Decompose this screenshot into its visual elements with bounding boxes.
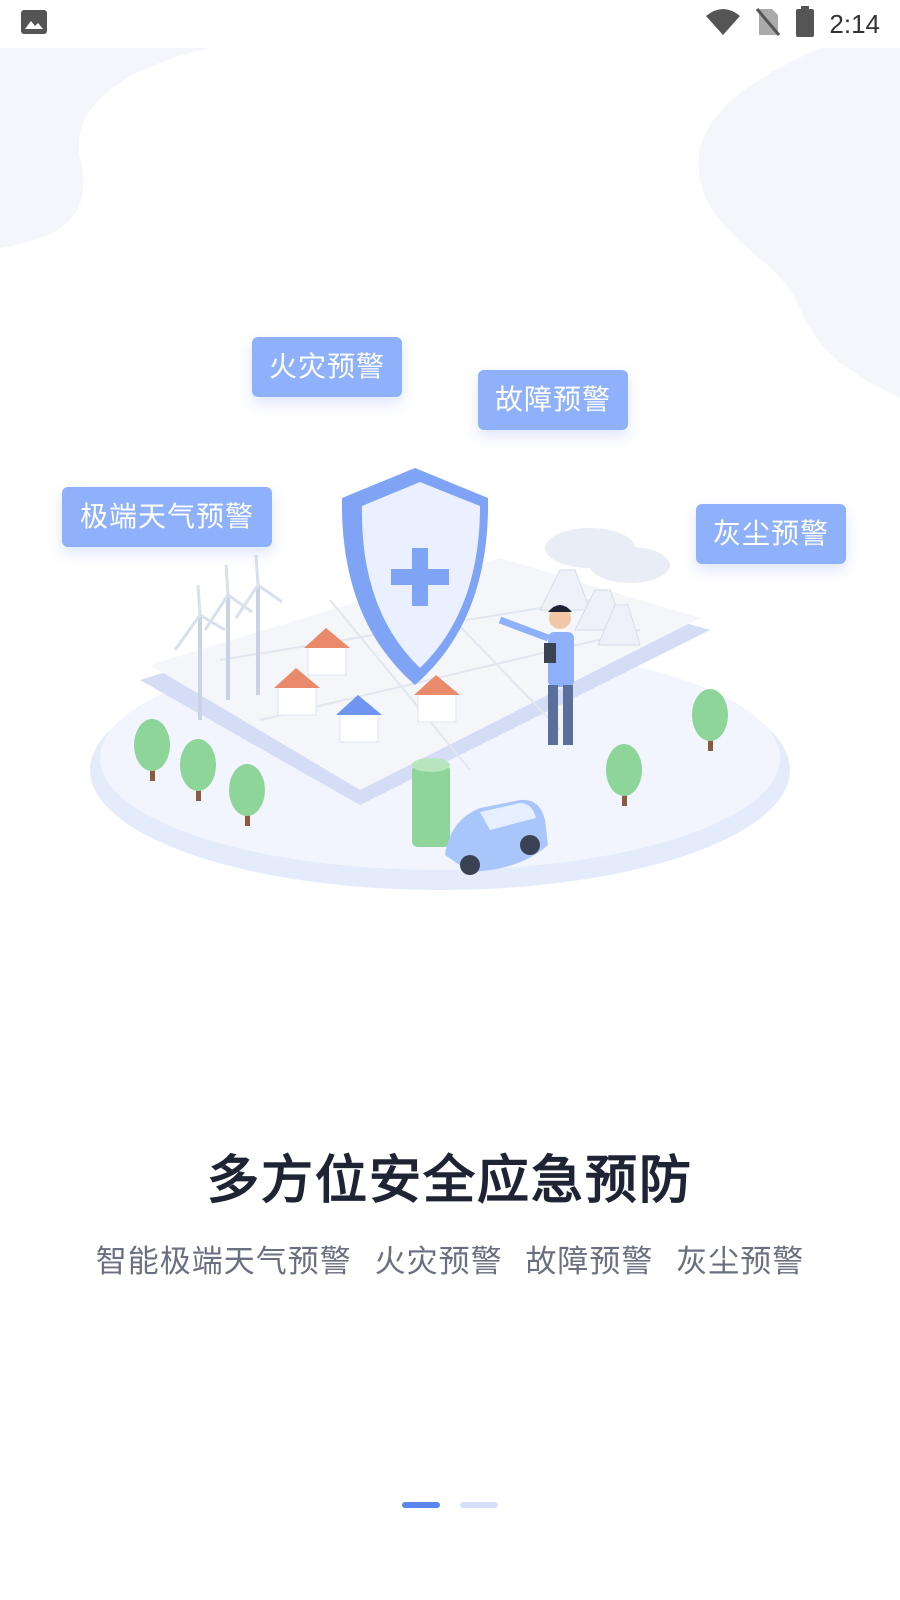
page-title: 多方位安全应急预防	[206, 1151, 693, 1211]
chip-fire-warning: 火灾预警	[252, 337, 402, 397]
battery-icon	[795, 6, 815, 42]
chip-fault-warning: 故障预警	[478, 370, 628, 430]
chip-dust-warning: 灰尘预警	[696, 504, 846, 564]
background-decoration	[0, 48, 900, 398]
image-notification-icon	[20, 9, 48, 39]
page-indicator	[0, 1502, 900, 1508]
chip-extreme-weather-warning: 极端天气预警	[62, 487, 272, 547]
no-sim-icon	[755, 7, 781, 41]
page-indicator-dot[interactable]	[460, 1502, 498, 1508]
page-subtitle: 智能极端天气预警 火灾预警 故障预警 灰尘预警	[95, 1244, 805, 1280]
status-bar: 2:14	[0, 0, 900, 48]
wifi-icon	[705, 8, 741, 40]
safety-illustration	[90, 468, 790, 890]
status-time: 2:14	[829, 8, 880, 39]
page-indicator-dot-active[interactable]	[402, 1502, 440, 1508]
